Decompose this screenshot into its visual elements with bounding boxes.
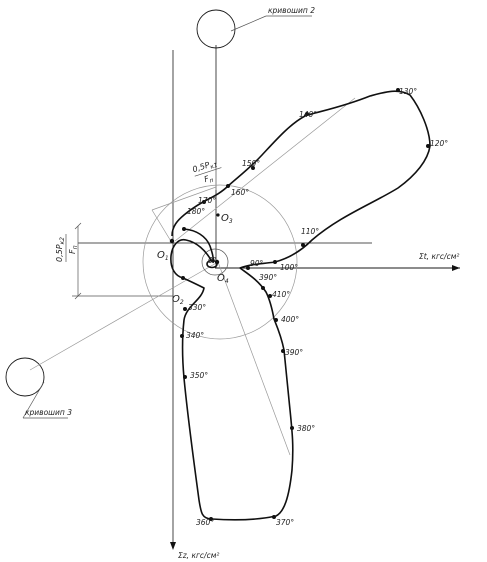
- angle-label-90: 90°: [250, 259, 264, 268]
- point-160: [226, 184, 230, 188]
- construction-line-380: [217, 261, 291, 456]
- crank3-leader: [22, 381, 45, 419]
- point-400: [274, 318, 278, 322]
- crank3-circle: [5, 357, 45, 397]
- point-350: [183, 375, 187, 379]
- angle-label-160: 160°: [231, 188, 249, 197]
- angle-label-130: 130°: [399, 87, 417, 96]
- fraction-top: 0,5Pк1 Fп: [191, 158, 222, 186]
- crank2-label: кривошип 2: [268, 6, 315, 15]
- point-90: [246, 266, 250, 270]
- angle-label-140: 140°: [299, 110, 317, 119]
- fraction-left-numerator: 0,5Pк2: [55, 237, 66, 262]
- curve-points: [169, 88, 430, 521]
- point-340: [180, 334, 184, 338]
- point-330: [183, 307, 187, 311]
- axis-lines: [72, 45, 460, 550]
- crank2-circle: [196, 9, 236, 49]
- point-O2: [181, 276, 185, 280]
- dimension-line-top: [151, 186, 217, 211]
- construction-line-crank3: [29, 261, 219, 371]
- angle-label-350: 350°: [190, 371, 208, 380]
- angle-label-400: 400°: [281, 315, 299, 324]
- point-O1: [169, 238, 175, 244]
- label-O1: O1: [157, 250, 169, 262]
- point-390b: [281, 349, 285, 353]
- angle-label-100: 100°: [280, 263, 298, 272]
- angle-label-150: 150°: [242, 159, 260, 168]
- angle-label-360: 360°: [196, 518, 214, 527]
- construction-line-130: [174, 97, 356, 242]
- angle-label-330: 330°: [188, 303, 206, 312]
- angle-label-120: 120°: [430, 139, 448, 148]
- point-180: [182, 227, 186, 231]
- angle-label-170: 170°: [198, 196, 216, 205]
- polar-load-curve-inner: [183, 228, 215, 264]
- z-axis-label: Σz, кгс/см²: [178, 551, 219, 560]
- angle-labels: 130° 140° 120° 150° 160° 170° 180° 110° …: [186, 87, 448, 527]
- polar-load-curve: [170, 90, 431, 521]
- left-dim-tick-bottom: [74, 292, 82, 300]
- point-110: [301, 243, 305, 247]
- angle-label-410: 410°: [272, 290, 290, 299]
- construction-circle: [142, 184, 298, 340]
- point-150: [251, 166, 255, 170]
- label-O2: O2: [172, 294, 184, 306]
- angle-label-370: 370°: [276, 518, 294, 527]
- point-370: [272, 515, 276, 519]
- fraction-left-denominator: Fп: [68, 245, 79, 254]
- crank3-label: кривошип 3: [25, 408, 72, 417]
- point-O4: [214, 259, 220, 265]
- t-axis-label: Σt, кгс/см²: [419, 252, 459, 261]
- inner-small-circle: [201, 248, 229, 276]
- dimension-ext-top: [151, 209, 173, 244]
- t-axis-arrowhead: [452, 265, 460, 271]
- crank2-leader: [230, 15, 267, 32]
- fraction-left: 0,5Pк2 Fп: [55, 234, 79, 262]
- label-zero-deg: 0°: [208, 256, 217, 265]
- point-120: [426, 144, 430, 148]
- point-140: [305, 112, 309, 116]
- point-410: [268, 294, 272, 298]
- z-axis-arrowhead: [170, 542, 176, 550]
- angle-label-340: 340°: [186, 331, 204, 340]
- label-O3: O3: [221, 213, 233, 225]
- fraction-top-numerator: 0,5Pк1: [191, 158, 218, 176]
- angle-label-180: 180°: [187, 207, 205, 216]
- angle-label-390b: 390°: [285, 348, 303, 357]
- fraction-top-bar: [194, 167, 222, 177]
- point-380: [290, 426, 294, 430]
- point-390: [261, 286, 265, 290]
- point-130: [396, 88, 400, 92]
- point-170: [202, 200, 206, 204]
- angle-label-110: 110°: [301, 227, 319, 236]
- left-dim-tick-top: [74, 222, 82, 230]
- fraction-top-denominator: Fп: [203, 173, 215, 186]
- point-360: [209, 517, 213, 521]
- point-O3: [216, 213, 220, 217]
- angle-label-380: 380°: [297, 424, 315, 433]
- label-O4: O4: [217, 273, 229, 285]
- angle-label-390: 390°: [259, 273, 277, 282]
- point-100: [273, 260, 277, 264]
